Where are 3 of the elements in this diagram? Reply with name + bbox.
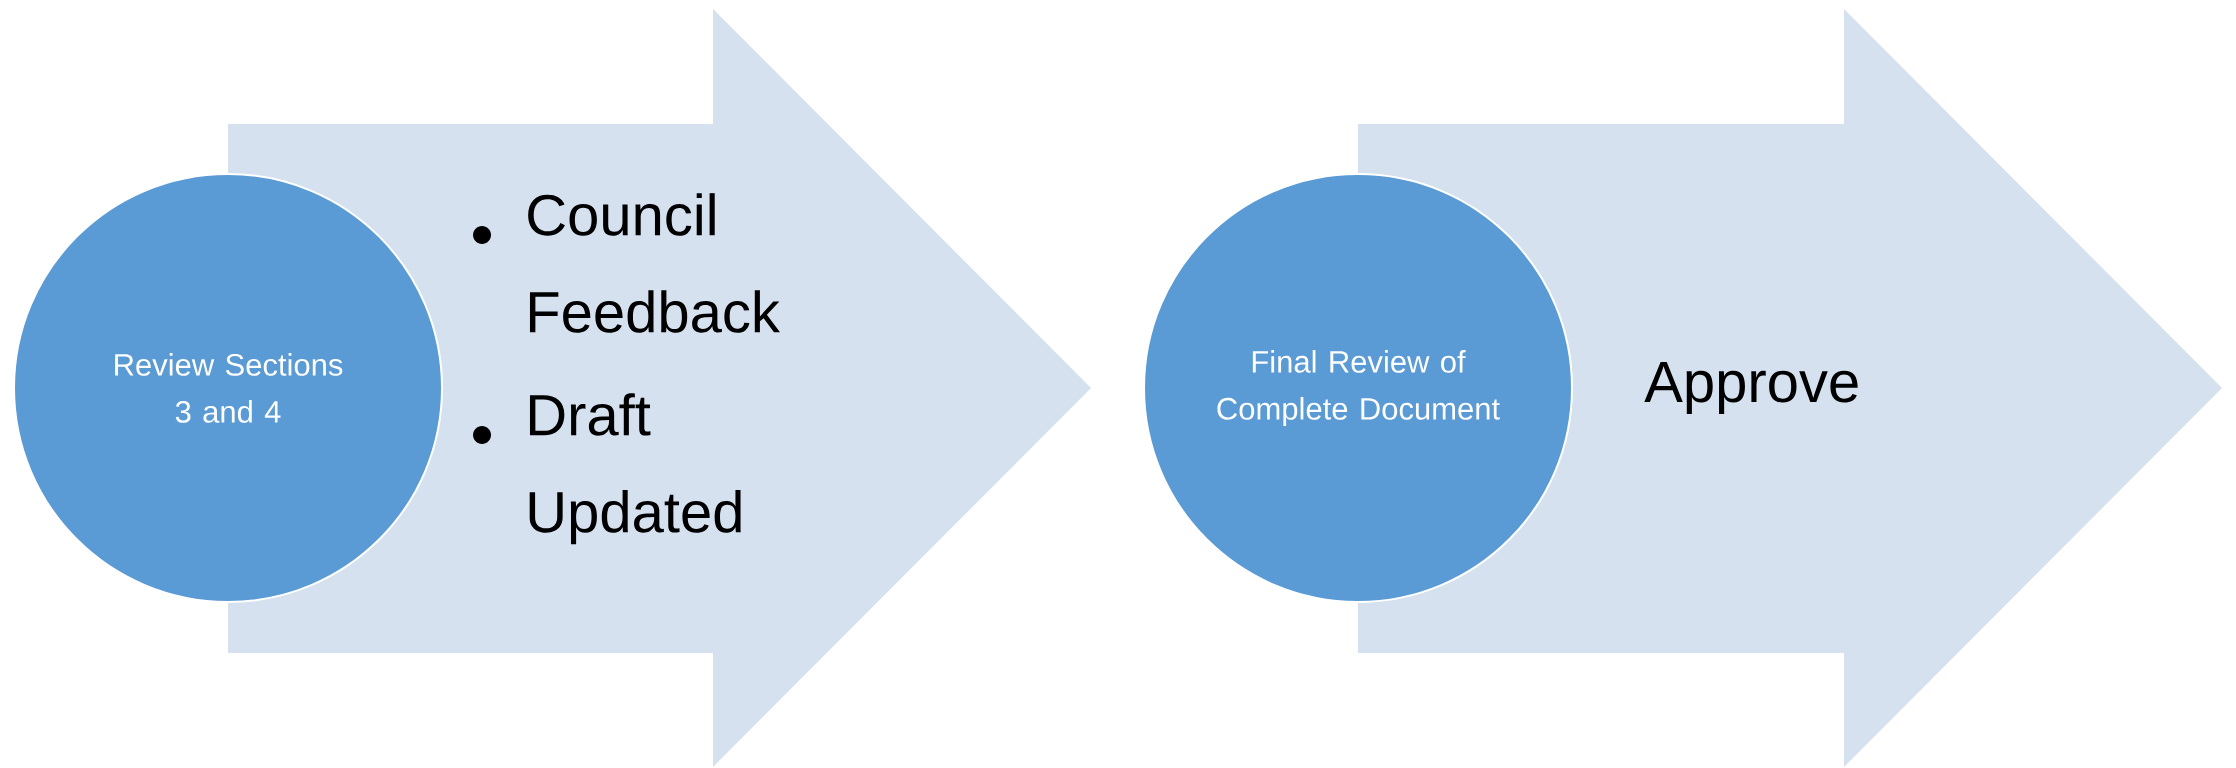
bullet-item: Council Feedback <box>473 193 780 333</box>
step-label: Approve <box>1644 362 1858 414</box>
bullet-item: Draft Updated <box>473 393 741 545</box>
